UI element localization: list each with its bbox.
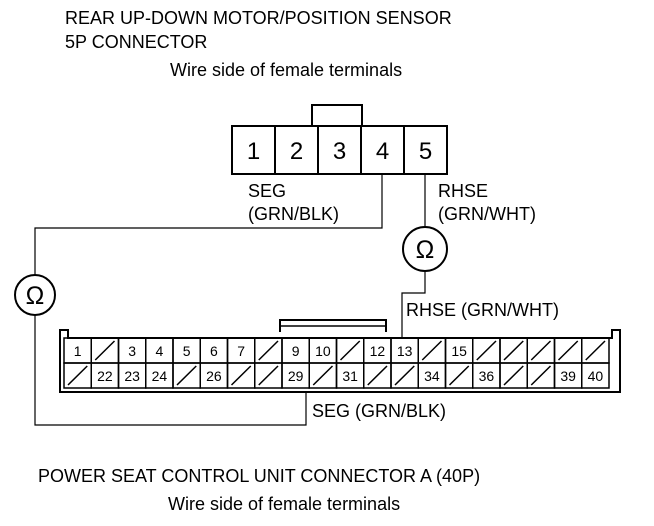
ohm-meter-right-icon xyxy=(402,226,448,272)
seg-bottom-label: SEG (GRN/BLK) xyxy=(312,401,446,421)
empty-pin-slash xyxy=(67,365,88,386)
pin-label: 4 xyxy=(155,343,163,359)
seg-top-color: (GRN/BLK) xyxy=(248,204,339,224)
pin-1: 1 xyxy=(247,138,260,165)
ohm-meter-left-icon xyxy=(14,274,56,316)
bottom-connector-subtitle: Wire side of female terminals xyxy=(168,494,400,514)
empty-pin-slash xyxy=(176,365,197,386)
empty-pin-slash xyxy=(312,365,334,386)
ohmmeter-left: Ω xyxy=(14,274,56,316)
empty-pin-slash xyxy=(394,365,415,386)
pin-label: 34 xyxy=(424,368,440,384)
ohmmeter-right: Ω xyxy=(402,226,448,272)
rhse-top-name: RHSE xyxy=(438,181,488,201)
seg-wire-upper xyxy=(34,174,383,275)
pin-label: 13 xyxy=(397,343,413,359)
wire-lines xyxy=(34,174,426,426)
pin-label: 6 xyxy=(210,343,218,359)
empty-pin-slash xyxy=(448,365,470,386)
pin-label: 5 xyxy=(183,343,191,359)
pin-label: 40 xyxy=(588,368,604,384)
connector-latch xyxy=(311,104,363,128)
pin-label: 10 xyxy=(315,343,331,359)
empty-pin-slash xyxy=(367,365,388,386)
seg-wire-lower xyxy=(34,315,307,426)
empty-pin-slash xyxy=(230,365,252,386)
pin-label: 31 xyxy=(342,368,358,384)
pin-5: 5 xyxy=(419,138,432,165)
pin-label: 36 xyxy=(479,368,495,384)
pin-label: 29 xyxy=(288,368,304,384)
bottom-connector-title: POWER SEAT CONTROL UNIT CONNECTOR A (40P… xyxy=(38,466,480,486)
empty-pin-slash xyxy=(258,340,279,361)
pin-4: 4 xyxy=(376,138,389,165)
rhse-bottom-label: RHSE (GRN/WHT) xyxy=(406,300,559,320)
pin-label: 23 xyxy=(124,368,140,384)
empty-pin-slash xyxy=(503,365,524,386)
ohm-symbol-left: Ω xyxy=(26,282,45,310)
connector-body xyxy=(231,125,448,175)
pin-label: 9 xyxy=(292,343,300,359)
ohm-symbol-right: Ω xyxy=(416,236,435,264)
empty-pin-slash xyxy=(94,340,116,361)
rhse-wire-lower xyxy=(401,272,426,338)
pin-label: 3 xyxy=(128,343,136,359)
top-connector-subtitle: Wire side of female terminals xyxy=(170,60,402,80)
top-connector-title-line1: REAR UP-DOWN MOTOR/POSITION SENSOR xyxy=(65,8,452,28)
five-pin-connector: 1 2 3 4 5 xyxy=(231,104,448,175)
pin-2: 2 xyxy=(290,138,303,165)
empty-pin-slash xyxy=(585,340,606,361)
pin-label: 12 xyxy=(370,343,386,359)
empty-pin-slash xyxy=(530,340,552,361)
empty-pin-slash xyxy=(339,340,361,361)
empty-pin-slash xyxy=(476,340,497,361)
pin-label: 15 xyxy=(451,343,467,359)
empty-pin-slash xyxy=(557,340,579,361)
seg-top-name: SEG xyxy=(248,181,286,201)
pin-label: 7 xyxy=(237,343,245,359)
pin-label: 26 xyxy=(206,368,222,384)
pin-label: 22 xyxy=(97,368,113,384)
pin-3: 3 xyxy=(333,138,346,165)
empty-pin-slash xyxy=(530,365,552,386)
empty-pin-slash xyxy=(503,340,524,361)
empty-pin-slash xyxy=(421,340,443,361)
pin-label: 39 xyxy=(560,368,576,384)
empty-pin-slash xyxy=(258,365,279,386)
rhse-top-color: (GRN/WHT) xyxy=(438,204,536,224)
pin-label: 24 xyxy=(152,368,168,384)
top-connector-title-line2: 5P CONNECTOR xyxy=(65,32,207,52)
connector-40p-body xyxy=(59,329,621,393)
pin-cell xyxy=(581,362,610,389)
pin-label: 1 xyxy=(74,343,82,359)
